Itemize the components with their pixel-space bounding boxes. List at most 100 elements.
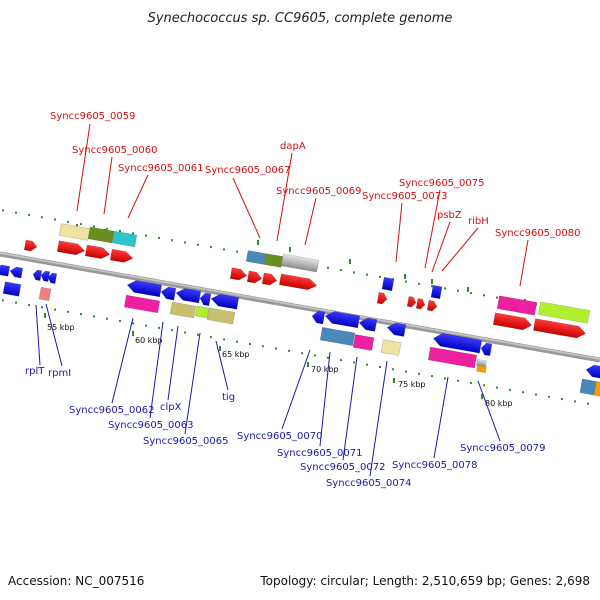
cog-box xyxy=(430,285,443,299)
reverse-gene-arrow-shape xyxy=(175,288,202,304)
ruler-dot-upper xyxy=(158,236,160,239)
ruler-dot-upper xyxy=(132,232,134,235)
reverse-gene-label: Syncc9605_0074 xyxy=(326,478,412,489)
ruler-dot-upper xyxy=(145,234,147,237)
forward-label-leader xyxy=(441,227,479,272)
ruler-dot-lower xyxy=(67,310,69,313)
cog-box-shape xyxy=(593,381,600,397)
ruler-dot-upper xyxy=(106,227,108,230)
reverse-label-leader xyxy=(215,340,229,391)
cog-box-shape xyxy=(579,378,597,396)
genome-backbone xyxy=(0,251,600,363)
forward-label-leader xyxy=(76,123,91,212)
forward-gene-arrow xyxy=(84,244,111,259)
cog-box xyxy=(427,346,478,369)
ruler-dot-lower xyxy=(522,391,524,394)
reverse-gene-arrow-shape xyxy=(386,322,407,337)
ruler-dot-upper xyxy=(184,241,186,244)
ruler-dot-upper xyxy=(340,269,342,272)
cog-box-shape xyxy=(2,281,22,297)
reverse-gene-arrow xyxy=(126,280,163,298)
cog-box xyxy=(319,326,356,347)
reverse-gene-arrow xyxy=(9,266,24,279)
forward-gene-arrow-shape xyxy=(84,244,111,259)
reverse-gene-arrow xyxy=(40,270,51,282)
reverse-gene-label: rpmI xyxy=(48,368,71,379)
forward-gene-label: Syncc9605_0061 xyxy=(118,163,204,174)
ruler-dot-upper xyxy=(93,225,95,228)
cog-box xyxy=(579,378,597,396)
ruler-dot-upper xyxy=(236,250,238,253)
cog-box xyxy=(476,364,487,374)
ruler-dot-lower xyxy=(158,326,160,329)
reverse-label-leader xyxy=(111,317,134,404)
cog-box-shape xyxy=(58,223,91,241)
ruler-dot-upper xyxy=(80,223,82,226)
reverse-label-leader xyxy=(149,321,164,419)
ruler-dot-lower xyxy=(561,398,563,401)
ruler-dot-lower xyxy=(262,345,264,348)
cog-box xyxy=(194,305,210,319)
ruler-dot-lower xyxy=(301,352,303,355)
cog-box xyxy=(206,307,236,325)
forward-gene-arrow-shape xyxy=(279,273,318,290)
cog-box-shape xyxy=(206,307,236,325)
ruler-dot-upper xyxy=(327,266,329,269)
gene-labels: Syncc9605_0059Syncc9605_0060Syncc9605_00… xyxy=(25,111,581,489)
forward-gene-arrow xyxy=(415,298,426,310)
reverse-label-leader xyxy=(319,351,331,447)
cog-box-shape xyxy=(245,250,267,265)
label-leaders xyxy=(35,123,529,477)
ruler-dot-upper xyxy=(67,220,69,223)
cog-box xyxy=(593,381,600,397)
forward-label-leader xyxy=(424,189,441,269)
ruler-dot-upper xyxy=(171,239,173,242)
ruler-dot-upper xyxy=(457,289,459,292)
reverse-gene-arrow-shape xyxy=(480,342,493,357)
reverse-gene-arrow-shape xyxy=(432,333,483,354)
reverse-gene-arrow xyxy=(32,269,43,281)
ruler-dot-lower xyxy=(210,336,212,339)
ruler-dot-upper xyxy=(54,218,56,221)
ruler-dot-upper xyxy=(470,292,472,295)
reverse-gene-arrow-shape xyxy=(126,280,163,298)
cog-box-shape xyxy=(352,334,375,351)
ruler-tick-label: 65 kbp xyxy=(222,350,250,359)
forward-gene-arrow-shape xyxy=(229,267,248,281)
reverse-gene-arrow-shape xyxy=(160,286,177,301)
cog-box xyxy=(245,250,267,265)
ruler-dot-lower xyxy=(327,356,329,359)
reverse-label-leader xyxy=(184,332,201,435)
forward-gene-arrow-shape xyxy=(533,318,587,339)
reverse-gene-arrow xyxy=(324,311,361,329)
ruler-dot-lower xyxy=(574,400,576,403)
ruler-dot-lower xyxy=(106,317,108,320)
forward-gene-arrow-shape xyxy=(415,298,426,310)
reverse-gene-label: Syncc9605_0072 xyxy=(300,462,386,473)
forward-label-leader xyxy=(519,239,529,287)
ruler-dot-upper xyxy=(223,248,225,251)
reverse-gene-arrow-shape xyxy=(585,364,600,379)
ruler-dot-lower xyxy=(236,340,238,343)
cog-box xyxy=(537,301,591,324)
ruler-dot-lower xyxy=(93,315,95,318)
cog-box-shape xyxy=(263,253,284,268)
ruler-dot-upper xyxy=(366,273,368,276)
forward-gene-arrow xyxy=(279,273,318,290)
forward-gene-arrow xyxy=(261,272,278,286)
forward-gene-label: ribH xyxy=(468,216,489,227)
cog-box-shape xyxy=(537,301,591,324)
ruler-tick-label: 70 kbp xyxy=(311,365,339,374)
forward-label-leader xyxy=(431,221,451,273)
forward-gene-arrow xyxy=(23,239,38,252)
forward-gene-arrow-shape xyxy=(492,312,533,331)
ruler-dot-lower xyxy=(223,338,225,341)
cog-box-shape xyxy=(430,285,443,299)
reverse-gene-label: Syncc9605_0079 xyxy=(460,443,546,454)
ruler-dot-upper xyxy=(353,271,355,274)
reverse-gene-arrow xyxy=(311,310,326,325)
reverse-gene-arrow-shape xyxy=(9,266,24,279)
ruler-dot-upper xyxy=(418,282,420,285)
ruler-dot-lower xyxy=(366,363,368,366)
reverse-gene-label: Syncc9605_0078 xyxy=(392,460,478,471)
